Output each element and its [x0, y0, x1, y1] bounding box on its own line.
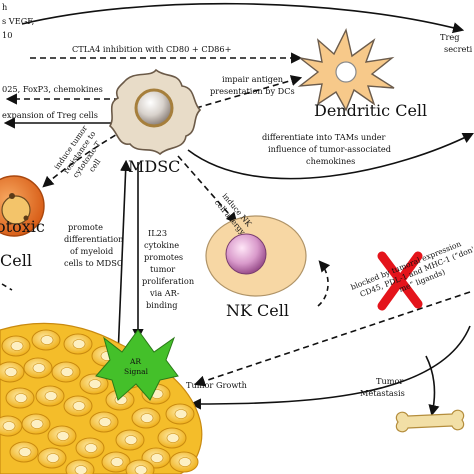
tumor-cell-nucleus: [30, 419, 44, 429]
top-left-line3: 10: [2, 30, 12, 40]
tumor-cell-nucleus: [110, 457, 124, 467]
tumor-cell-nucleus: [72, 401, 86, 411]
tumor-cell-nucleus: [14, 393, 28, 403]
dendritic-cell-icon: [297, 27, 395, 112]
ar-signal-label-2: Signal: [124, 367, 149, 376]
cytotoxic-cell-icon: [0, 175, 45, 237]
tumor-cell-nucleus: [174, 409, 188, 419]
arrow-nk-anergy: [177, 155, 238, 224]
arrow-tumor-growth: [189, 325, 471, 410]
tumor-cell-nucleus: [124, 435, 138, 445]
expansion-label: expansion of Treg cells: [2, 110, 98, 120]
tumor-cell-nucleus: [84, 443, 98, 453]
top-left-line2: s VEGF,: [2, 16, 34, 26]
arrow-nk-return: [317, 260, 331, 307]
promote-label-2: differentiation: [64, 234, 124, 244]
metastasis-label-1: Tumor: [376, 376, 403, 386]
tumor-cell-nucleus: [60, 367, 74, 377]
tumor-growth-label: Tumor Growth: [186, 380, 248, 390]
tumor-mass-icon: [0, 322, 203, 474]
tumor-cell-nucleus: [178, 457, 192, 467]
treg-label-2: secreti: [444, 44, 473, 54]
tumor-cell-nucleus: [4, 367, 18, 377]
ar-signal-label-1: AR: [129, 357, 141, 366]
arrow-cyto-left: [1, 283, 13, 291]
tumor-cell-nucleus: [44, 391, 58, 401]
dendritic-label: Dendritic Cell: [314, 101, 427, 120]
tumor-cell-nucleus: [150, 453, 164, 463]
impair-label-2: presentation by DCs: [210, 86, 295, 96]
arrow-top-arc: [21, 2, 465, 34]
promote-label-3: of myeloid: [70, 246, 113, 256]
tams-label-3: chemokines: [306, 156, 355, 166]
il23-label-3: promotes: [144, 252, 183, 262]
tumor-cell-nucleus: [32, 363, 46, 373]
arrow-blocked-path: [193, 291, 471, 387]
tumor-cell-nucleus: [166, 433, 180, 443]
metastasis-label-2: Metastasis: [360, 388, 405, 398]
mdsc-label: MDSC: [128, 157, 180, 176]
mdsc-cell-icon: [108, 68, 202, 156]
tumor-cell-nucleus: [72, 339, 86, 349]
arrow-tams: [187, 132, 474, 180]
impair-label-1: impair antigen: [222, 74, 284, 84]
bone-icon: [395, 409, 465, 433]
tumor-cell-nucleus: [74, 465, 88, 474]
il23-label-1: IL23: [148, 228, 167, 238]
tams-label-1: differentiate into TAMs under: [262, 132, 386, 142]
tumor-cell-nucleus: [2, 421, 16, 431]
tams-label-2: influence of tumor-associated: [268, 144, 391, 154]
ctla4-label: CTLA4 inhibition with CD80 + CD86+: [72, 44, 231, 54]
tumor-cell-nucleus: [10, 341, 24, 351]
top-left-line1: h: [2, 2, 8, 12]
treg-label-1: Treg: [440, 32, 459, 42]
il23-label-2: cytokine: [144, 240, 179, 250]
cytotoxic-label-2: Cell: [0, 251, 32, 270]
promote-label-1: promote: [68, 222, 103, 232]
il23-label-5: proliferation: [142, 276, 195, 286]
arrow-group: [1, 2, 474, 417]
tumor-cell-nucleus: [88, 379, 102, 389]
tumor-cell-nucleus: [18, 447, 32, 457]
foxp3-label: 025, FoxP3, chemokines: [2, 84, 103, 94]
il23-label-7: binding: [146, 300, 178, 310]
tumor-cell-nucleus: [46, 453, 60, 463]
il23-label-4: tumor: [150, 264, 175, 274]
promote-label-4: cells to MDSC: [64, 258, 123, 268]
tumor-cell-nucleus: [134, 465, 148, 474]
arrow-resistance: [42, 129, 125, 188]
tumor-cell-nucleus: [40, 335, 54, 345]
arrow-impair: [195, 75, 303, 109]
block-cross-icon: [377, 251, 423, 311]
tumor-cell-nucleus: [56, 431, 70, 441]
cytotoxic-label: otoxic: [0, 217, 45, 236]
nk-cell-icon: [205, 215, 307, 297]
nk-label: NK Cell: [226, 301, 289, 320]
arrow-promote-diff: [117, 159, 132, 357]
ar-signal-icon: [95, 329, 179, 401]
il23-label-6: via AR-: [149, 288, 180, 298]
tumor-cell-nucleus: [98, 417, 112, 427]
tumor-cell-nucleus: [140, 413, 154, 423]
arrow-metastasis: [425, 355, 440, 417]
